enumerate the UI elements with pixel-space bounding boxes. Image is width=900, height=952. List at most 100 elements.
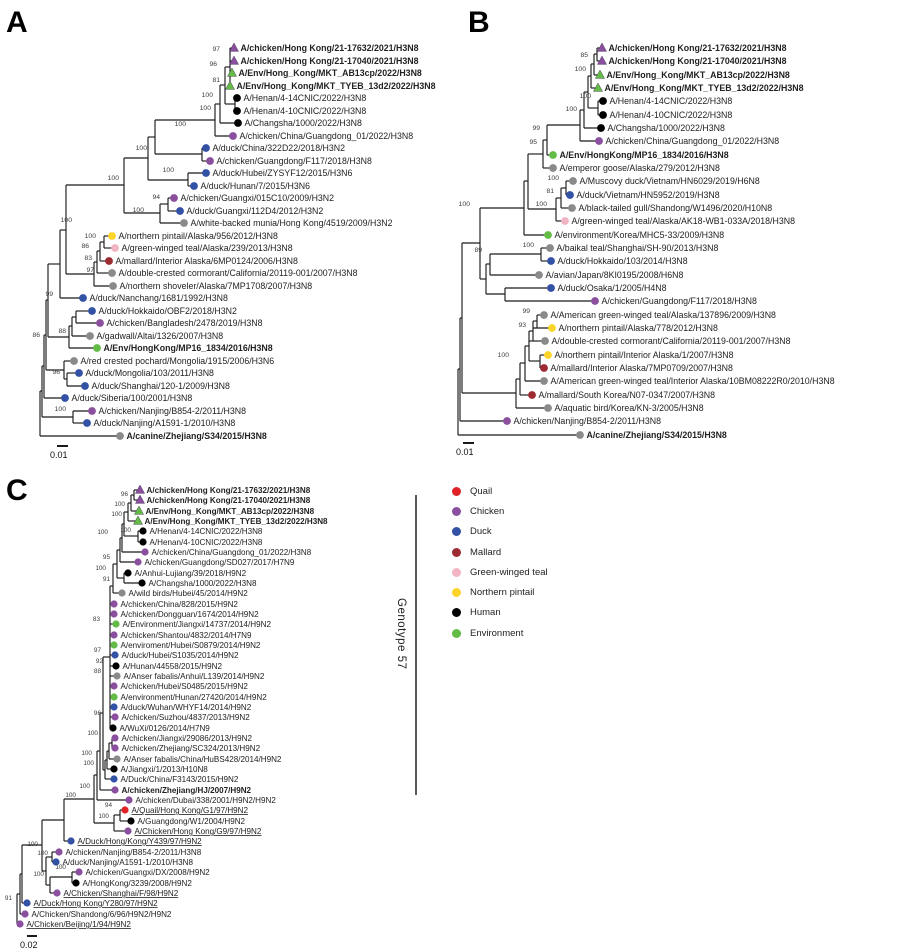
panel-a-tip-label: A/duck/Hokkaido/OBF2/2018/H3N2 (99, 306, 237, 316)
quail-circle-marker (121, 806, 129, 814)
legend-item-green-winged-teal: Green-winged teal (452, 562, 652, 582)
panel-c-tip-label: A/Chicken/Shanghai/F/98/H9N2 (64, 889, 179, 898)
panel-b-tip-label: A/baikal teal/Shanghai/SH-90/2013/H3N8 (557, 243, 719, 253)
panel-c-bootstrap-value: 88 (94, 668, 102, 675)
chicken-triangle-marker (597, 42, 607, 52)
gray-circle-marker (86, 332, 94, 340)
panel-b-bootstrap-value: 89 (474, 247, 482, 254)
legend-item-label: Mallard (470, 546, 502, 558)
mallard-legend-dot (452, 547, 461, 557)
legend-item-label: Human (470, 607, 501, 619)
panel-b-tip-label: A/avian/Japan/8KI0195/2008/H6N8 (546, 270, 684, 280)
panel-b-tip-label: A/mallard/Interior Alaska/7MP0709/2007/H… (551, 363, 733, 373)
chicken-circle-marker (96, 319, 104, 327)
panel-c-tip-label: A/Chicken/Beijing/1/94/H9N2 (27, 920, 132, 929)
panel-c-letter: C (6, 474, 28, 507)
chicken-circle-marker (111, 734, 119, 742)
chicken-triangle-marker (135, 494, 145, 504)
legend-item-label: Chicken (470, 505, 505, 517)
panel-a-bootstrap-value: 100 (55, 406, 67, 413)
panel-c-bootstrap-value: 100 (79, 783, 90, 790)
human-circle-marker (124, 569, 132, 577)
chicken-circle-marker (110, 600, 118, 608)
panel-c-tip-label: A/chicken/Nanjing/B854-2/2011/H3N8 (66, 848, 202, 857)
gray-circle-marker (70, 357, 78, 365)
panel-c-bootstrap-value: 100 (120, 527, 131, 534)
gray-circle-marker (569, 177, 577, 185)
panel-c-bootstrap-value: 100 (37, 850, 48, 857)
panel-c-tip-label: A/Anser fabalis/China/HuBS428/2014/H9N2 (124, 755, 282, 764)
gray-circle-marker (180, 219, 188, 227)
panel-b-tip-label: A/chicken/Guangdong/F117/2018/H3N8 (602, 296, 757, 306)
environment-circle-marker (93, 344, 101, 352)
gray-circle-marker (109, 282, 117, 290)
panel-b-tip-label: A/aquatic bird/Korea/KN-3/2005/H3N8 (555, 403, 704, 413)
panel-c-tip-label: A/Duck/China/F3143/2015/H9N2 (121, 775, 239, 784)
environment-triangle-marker (133, 515, 143, 525)
panel-a-tip-label: A/duck/Hubei/ZYSYF12/2015/H3N6 (213, 168, 353, 178)
panel-b-tip-label: A/green-winged teal/Alaska/AK18-WB1-033A… (572, 216, 796, 226)
environment-legend-dot (452, 628, 461, 638)
mallard-circle-marker (528, 391, 536, 399)
panel-b-bootstrap-value: 100 (523, 242, 535, 249)
gray-circle-marker (546, 244, 554, 252)
panel-c-bootstrap-value: 100 (87, 730, 98, 737)
human-legend-dot (452, 608, 461, 618)
panel-c-bootstrap-value: 91 (5, 895, 13, 902)
panel-a-bootstrap-value: 86 (81, 243, 89, 250)
panel-c-tip-label: A/chicken/Jiangxi/29086/2013/H9N2 (122, 734, 253, 743)
chicken-circle-marker (134, 558, 142, 566)
panel-a-bootstrap-value: 83 (84, 255, 92, 262)
green_winged_teal-legend-dot (452, 567, 461, 577)
panel-a-tip-label: A/chicken/Guangdong/F117/2018/H3N8 (217, 156, 372, 166)
panel-c-tip-label: A/Duck/Hong Kong/Y280/97/H9N2 (34, 899, 159, 908)
legend-item-label: Environment (470, 627, 524, 639)
panel-c-tip-label: A/duck/Nanjing/A1591-1/2010/H3N8 (63, 858, 194, 867)
panel-b-tip-label: A/Env/Hong_Kong/MKT_AB13cp/2022/H3N8 (607, 70, 790, 80)
panel-c-tip-label: A/Env/Hong_Kong/MKT_TYEB_13d2/2022/H3N8 (145, 517, 329, 526)
environment-triangle-marker (595, 69, 605, 79)
panel-b-tip-label: A/Changsha/1000/2022/H3N8 (608, 123, 725, 133)
human-circle-marker (72, 879, 80, 887)
panel-a-tip-label: A/duck/Guangxi/112D4/2012/H3N2 (187, 206, 324, 216)
chicken-circle-marker (111, 786, 119, 794)
legend-item-label: Duck (470, 526, 492, 538)
duck-circle-marker (81, 382, 89, 390)
chicken-circle-marker (124, 827, 132, 835)
panel-b-bootstrap-value: 99 (522, 308, 530, 315)
mallard-circle-marker (540, 364, 548, 372)
human-circle-marker (138, 579, 146, 587)
panel-c-tip-label: A/enviroment/Hubei/S0879/2014/H9N2 (121, 641, 261, 650)
panel-b-bootstrap-value: 100 (566, 106, 578, 113)
panel-a-bootstrap-value: 100 (202, 92, 214, 99)
panel-c-tip-label: A/duck/Wuhan/WHYF14/2014/H9N2 (121, 703, 252, 712)
panel-c-tip-label: A/duck/Hubei/S1035/2014/H9N2 (122, 651, 239, 660)
chicken-circle-marker (53, 889, 61, 897)
chicken-circle-marker (229, 132, 237, 140)
legend-item-duck: Duck (452, 522, 652, 542)
environment-triangle-marker (227, 67, 237, 77)
panel-c-bootstrap-value: 92 (96, 658, 104, 665)
green_winged_teal-circle-marker (561, 217, 569, 225)
environment-circle-marker (110, 641, 118, 649)
duck-legend-dot (452, 527, 461, 537)
panel-c-tip-label: A/Quail/Hong Kong/G1/97/H9N2 (132, 806, 249, 815)
legend-item-human: Human (452, 603, 652, 623)
panel-a-bootstrap-value: 100 (85, 233, 97, 240)
northern_pintail-legend-dot (452, 588, 461, 598)
panel-c-tip-label: A/WuXi/0126/2014/H7N9 (120, 724, 211, 733)
chicken-circle-marker (125, 796, 133, 804)
duck-circle-marker (566, 191, 574, 199)
panel-c-tip-label: A/Changsha/1000/2022/H3N8 (149, 579, 257, 588)
panel-a-tip-label: A/Henan/4-14CNIC/2022/H3N8 (244, 93, 367, 103)
quail-legend-dot (452, 486, 461, 496)
panel-c-bootstrap-value: 91 (103, 576, 111, 583)
panel-c-tip-label: A/chicken/Shantou/4832/2014/H7N9 (121, 631, 252, 640)
panel-a-bootstrap-value: 94 (152, 194, 160, 201)
chicken-circle-marker (206, 157, 214, 165)
panel-c-tip-label: A/chicken/Suzhou/4837/2013/H9N2 (122, 713, 251, 722)
chicken-circle-marker (591, 297, 599, 305)
panel-a-bootstrap-value: 81 (212, 77, 220, 84)
duck-circle-marker (88, 307, 96, 315)
